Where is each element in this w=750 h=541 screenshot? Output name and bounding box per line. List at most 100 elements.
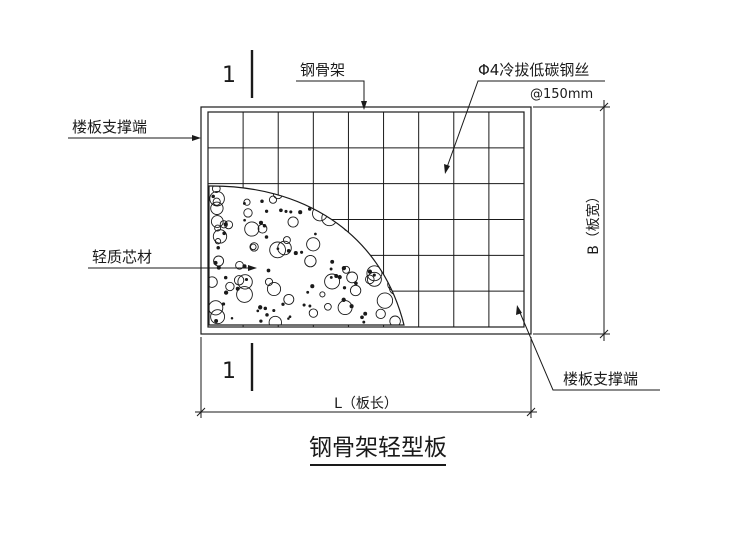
core-aggregate bbox=[210, 215, 224, 228]
core-aggregate bbox=[385, 189, 396, 201]
core-aggregate bbox=[264, 235, 269, 239]
core-aggregate bbox=[211, 194, 215, 199]
core-aggregate bbox=[293, 190, 297, 194]
core-aggregate bbox=[314, 232, 317, 236]
core-aggregate bbox=[300, 250, 304, 254]
core-aggregate bbox=[375, 308, 386, 320]
core-aggregate bbox=[362, 320, 366, 324]
core-material-label: 轻质芯材 bbox=[92, 248, 152, 266]
core-aggregate bbox=[268, 315, 282, 325]
support-end-right-callout: 楼板支撑端 bbox=[516, 305, 660, 391]
core-aggregate bbox=[283, 293, 295, 305]
core-aggregate bbox=[210, 309, 226, 325]
core-aggregate bbox=[233, 275, 245, 286]
core-aggregate bbox=[265, 313, 269, 317]
core-aggregate bbox=[342, 286, 347, 290]
core-aggregate bbox=[319, 291, 326, 298]
width-dimension bbox=[533, 100, 610, 341]
core-aggregate bbox=[353, 185, 371, 201]
core-aggregate bbox=[279, 208, 283, 213]
core-aggregate bbox=[289, 210, 293, 214]
core-aggregate bbox=[287, 317, 290, 320]
section-mark-bottom-number: 1 bbox=[222, 359, 236, 384]
wire-spec-label: Φ4冷拔低碳钢丝 bbox=[478, 61, 589, 79]
core-aggregate bbox=[276, 247, 280, 251]
core-aggregate bbox=[363, 230, 378, 244]
core-aggregate bbox=[268, 195, 278, 204]
core-aggregate bbox=[216, 246, 220, 250]
support-end-right-label: 楼板支撑端 bbox=[563, 370, 638, 388]
core-aggregate bbox=[324, 273, 341, 290]
core-aggregate bbox=[213, 260, 218, 265]
section-mark-top: 1 bbox=[222, 50, 254, 98]
core-aggregate bbox=[392, 226, 404, 240]
core-aggregate bbox=[258, 305, 263, 310]
steel-frame-callout: 钢骨架 bbox=[296, 61, 367, 110]
core-aggregate bbox=[214, 319, 219, 323]
core-aggregate bbox=[307, 207, 312, 211]
core-aggregate bbox=[336, 190, 350, 205]
core-aggregate bbox=[341, 265, 347, 271]
core-aggregate bbox=[219, 220, 228, 229]
core-aggregate bbox=[236, 286, 253, 303]
core-aggregate bbox=[306, 290, 310, 294]
core-aggregate bbox=[374, 206, 384, 216]
core-aggregate bbox=[256, 309, 260, 313]
width-dimension-label: B（板宽） bbox=[585, 189, 602, 255]
core-aggregate bbox=[328, 200, 336, 208]
core-aggregate bbox=[210, 201, 224, 215]
core-aggregate bbox=[349, 222, 358, 231]
panel-outer-outline bbox=[200, 106, 532, 335]
core-aggregate bbox=[387, 196, 404, 213]
core-aggregate bbox=[308, 308, 319, 318]
core-aggregate bbox=[366, 271, 382, 287]
core-aggregate bbox=[329, 267, 333, 271]
core-aggregate bbox=[324, 302, 332, 311]
core-aggregate bbox=[308, 304, 312, 308]
core-aggregate bbox=[264, 277, 274, 286]
core-aggregate bbox=[244, 277, 249, 282]
core-aggregate bbox=[302, 303, 306, 307]
core-aggregate bbox=[324, 196, 336, 209]
core-aggregate bbox=[235, 260, 244, 270]
section-mark-bottom: 1 bbox=[222, 343, 254, 391]
core-aggregate bbox=[392, 227, 396, 231]
core-aggregate bbox=[259, 319, 263, 323]
length-dimension-label: L（板长） bbox=[334, 396, 398, 412]
core-aggregate bbox=[282, 236, 291, 245]
core-aggregate bbox=[341, 297, 346, 302]
support-end-left-callout: 楼板支撑端 bbox=[68, 118, 201, 141]
diagram-title: 钢骨架轻型板 bbox=[309, 435, 447, 461]
core-aggregate bbox=[223, 222, 228, 227]
core-aggregate bbox=[209, 190, 225, 207]
core-aggregate bbox=[286, 249, 291, 253]
core-aggregate bbox=[365, 274, 375, 285]
wire-spec-callout: Φ4冷拔低碳钢丝 @150mm bbox=[444, 61, 605, 174]
core-aggregate bbox=[221, 302, 226, 306]
core-aggregate bbox=[230, 316, 234, 320]
core-aggregate bbox=[237, 274, 253, 290]
core-aggregate bbox=[285, 190, 289, 194]
core-aggregate bbox=[329, 275, 333, 279]
core-aggregate bbox=[367, 269, 373, 274]
core-aggregate bbox=[223, 290, 229, 295]
core-aggregate bbox=[287, 216, 299, 228]
core-aggregate bbox=[310, 284, 315, 289]
length-dimension bbox=[195, 337, 537, 418]
core-aggregate bbox=[393, 257, 403, 268]
core-aggregate bbox=[214, 224, 222, 232]
core-material-callout: 轻质芯材 bbox=[88, 248, 257, 271]
core-aggregate bbox=[263, 306, 268, 311]
core-aggregate bbox=[269, 241, 286, 259]
core-aggregate bbox=[212, 197, 221, 206]
core-aggregate bbox=[264, 209, 269, 213]
core-aggregate bbox=[317, 186, 321, 190]
core-aggregate bbox=[372, 273, 376, 277]
core-aggregate bbox=[359, 196, 366, 203]
core-aggregate bbox=[288, 315, 292, 319]
core-aggregate bbox=[376, 292, 394, 309]
core-aggregate bbox=[339, 201, 353, 215]
core-aggregate bbox=[371, 214, 374, 218]
